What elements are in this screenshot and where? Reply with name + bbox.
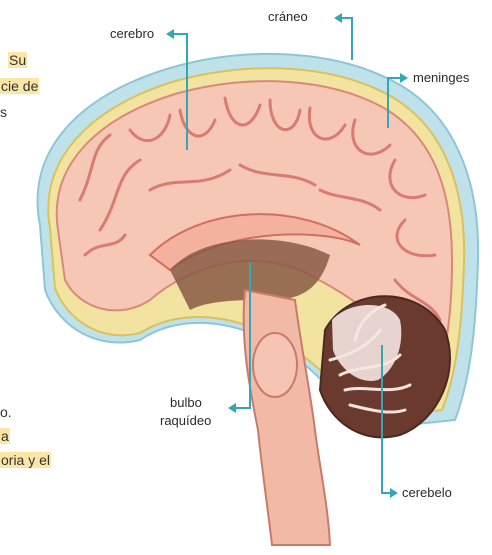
label-meninges: meninges — [413, 70, 469, 85]
page-text-fragment: a — [0, 428, 10, 444]
label-cerebelo: cerebelo — [402, 485, 452, 500]
page-text-fragment: Su — [8, 52, 27, 68]
page-text-fragment: s — [0, 104, 7, 120]
page-text-fragment: cie de — [0, 78, 39, 94]
page-text-fragment: o. — [0, 404, 12, 420]
label-craneo: cráneo — [268, 9, 308, 24]
label-bulbo: bulbo — [170, 395, 202, 410]
pointer-craneo — [338, 18, 352, 60]
pons — [253, 333, 297, 397]
label-cerebro: cerebro — [110, 26, 154, 41]
page-text-fragment: oria y el — [0, 452, 51, 468]
label-raquideo: raquídeo — [160, 413, 211, 428]
